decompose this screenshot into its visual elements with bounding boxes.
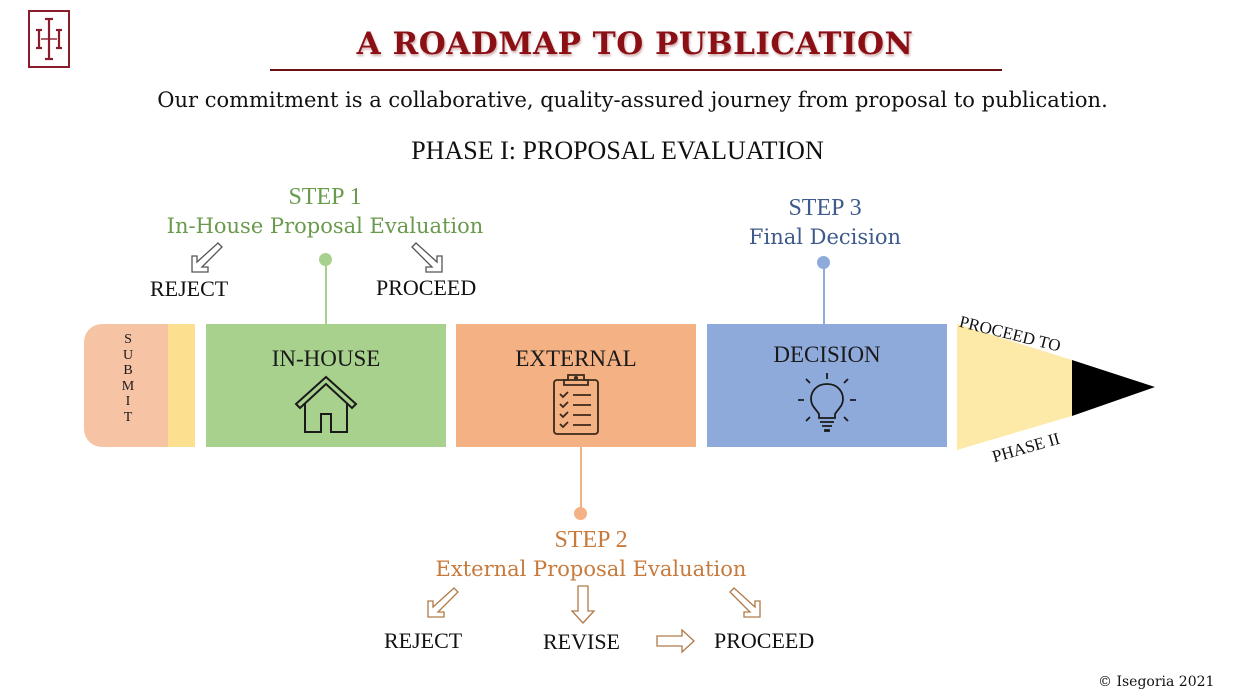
step2-connector-line [580, 447, 582, 509]
submit-letter: S [124, 332, 132, 347]
step1-connector-line [325, 264, 327, 324]
arrow-down-left-icon [191, 242, 223, 273]
decision-label: DECISION [773, 342, 881, 367]
arrow-down-icon [570, 585, 596, 624]
submit-letter: U [122, 347, 134, 363]
pencil-lead-icon [1072, 360, 1155, 416]
submit-letter: I [125, 394, 131, 410]
submit-letter: T [123, 409, 133, 425]
step1-connector-dot [319, 253, 332, 266]
logo-monogram-icon [36, 17, 62, 61]
step2-connector-dot [574, 507, 587, 520]
pencil-wood-icon [957, 324, 1072, 450]
mission-statement: Our commitment is a collaborative, quali… [157, 88, 1108, 112]
title-divider [270, 69, 1002, 71]
step2-outcome-reject: REJECT [384, 628, 463, 653]
step2-title: STEP 2 [554, 527, 628, 553]
inhouse-segment: IN-HOUSE [206, 324, 446, 447]
submit-letter: M [121, 378, 135, 394]
arrow-right-icon [656, 628, 695, 654]
phase-heading: PHASE I: PROPOSAL EVALUATION [411, 136, 824, 165]
submit-segment [84, 324, 168, 447]
submit-label: S U B M I T [118, 332, 138, 426]
step2-outcome-proceed: PROCEED [714, 628, 815, 653]
pencil-band [168, 324, 195, 447]
logo [28, 10, 70, 68]
arrow-down-right-icon [729, 587, 761, 618]
submit-letter: B [123, 363, 133, 379]
step3-connector-line [823, 266, 825, 324]
inhouse-label: IN-HOUSE [271, 346, 381, 371]
step2-subtitle: External Proposal Evaluation [435, 557, 747, 581]
external-segment: EXTERNAL [456, 324, 696, 447]
pencil-tip [957, 324, 1155, 450]
arrow-down-right-icon [411, 242, 443, 273]
step2-outcome-revise: REVISE [543, 629, 620, 654]
step3-subtitle: Final Decision [748, 225, 902, 249]
page-title: A ROADMAP TO PUBLICATION [356, 26, 914, 62]
house-icon [294, 375, 358, 433]
step3-title: STEP 3 [788, 195, 862, 221]
copyright: © Isegoria 2021 [1098, 674, 1215, 690]
lightbulb-icon [798, 373, 856, 432]
step1-subtitle: In-House Proposal Evaluation [166, 214, 484, 238]
step1-title: STEP 1 [288, 184, 362, 210]
decision-segment: DECISION [707, 324, 947, 447]
external-label: EXTERNAL [515, 346, 637, 371]
arrow-down-left-icon [427, 587, 459, 618]
clipboard-checklist-icon [553, 374, 599, 435]
step1-outcome-proceed: PROCEED [376, 275, 477, 300]
step3-connector-dot [817, 256, 830, 269]
step1-outcome-reject: REJECT [150, 276, 229, 301]
